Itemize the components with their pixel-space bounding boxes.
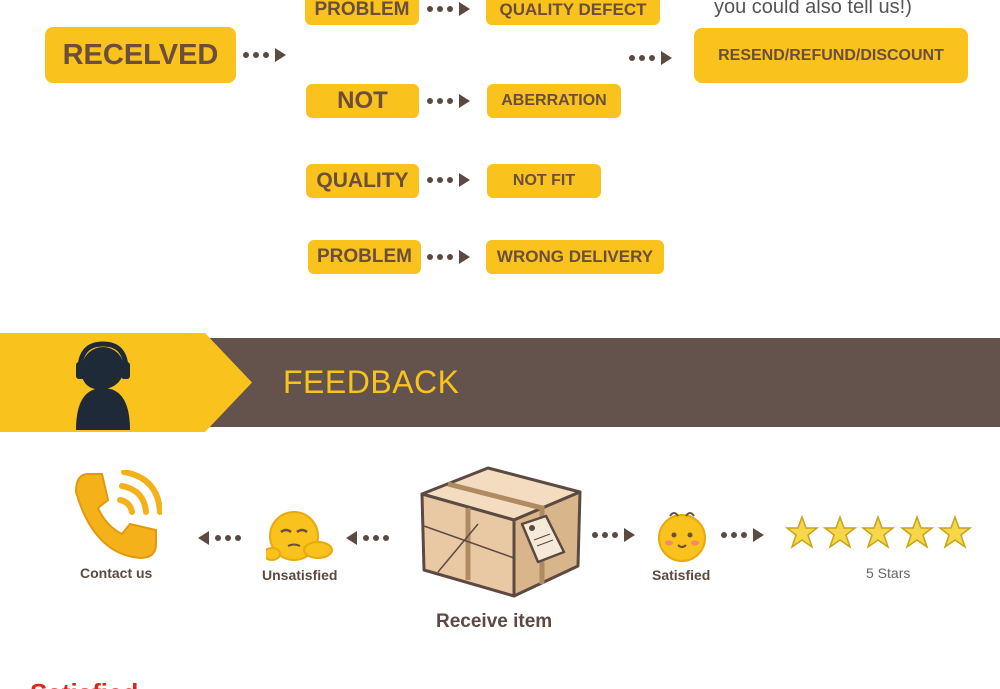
unsatisfied-face-icon	[263, 510, 336, 562]
arrow-to-stars	[721, 528, 764, 542]
arrow-to-contact	[198, 531, 241, 545]
not-fit-pill: NOT FIT	[487, 164, 601, 198]
arrow-row-2	[427, 94, 470, 108]
resolution-pill: RESEND/REFUND/DISCOUNT	[694, 28, 968, 83]
headset-agent-icon	[70, 338, 136, 430]
aberration-pill: ABERRATION	[487, 84, 621, 118]
arrow-row-3	[427, 173, 470, 187]
arrow-row-1	[427, 2, 470, 16]
satisfied-heading: Satisfied	[30, 678, 138, 689]
problem-pill-1: PROBLEM	[305, 0, 419, 25]
star-icon	[862, 516, 894, 548]
five-stars-rating	[784, 514, 974, 550]
received-badge: RECELVED	[45, 27, 236, 83]
satisfied-face-icon	[656, 508, 708, 562]
package-box-icon	[418, 466, 584, 600]
phone-icon	[70, 469, 163, 562]
top-note: you could also tell us!)	[714, 0, 912, 18]
unsatisfied-label: Unsatisfied	[262, 567, 338, 583]
arrow-to-satisfied	[592, 528, 635, 542]
star-icon	[901, 516, 933, 548]
quality-defect-pill: QUALITY DEFECT	[486, 0, 660, 25]
banner-accent	[0, 333, 252, 432]
quality-pill: QUALITY	[306, 164, 419, 198]
received-arrow	[243, 48, 286, 62]
star-icon	[786, 516, 818, 548]
receive-item-label: Receive item	[436, 611, 553, 632]
resolution-arrow	[629, 51, 672, 65]
wrong-delivery-pill: WRONG DELIVERY	[486, 240, 664, 274]
star-icon	[824, 516, 856, 548]
problem-pill-2: PROBLEM	[308, 240, 421, 274]
arrow-row-4	[427, 250, 470, 264]
feedback-banner	[200, 338, 1000, 427]
star-icon	[939, 516, 971, 548]
arrow-to-unsatisfied	[346, 531, 389, 545]
not-pill: NOT	[306, 84, 419, 118]
five-stars-label: 5 Stars	[866, 565, 911, 581]
satisfied-label: Satisfied	[652, 567, 711, 583]
banner-title: FEEDBACK	[283, 364, 460, 400]
contact-us-label: Contact us	[80, 565, 153, 581]
